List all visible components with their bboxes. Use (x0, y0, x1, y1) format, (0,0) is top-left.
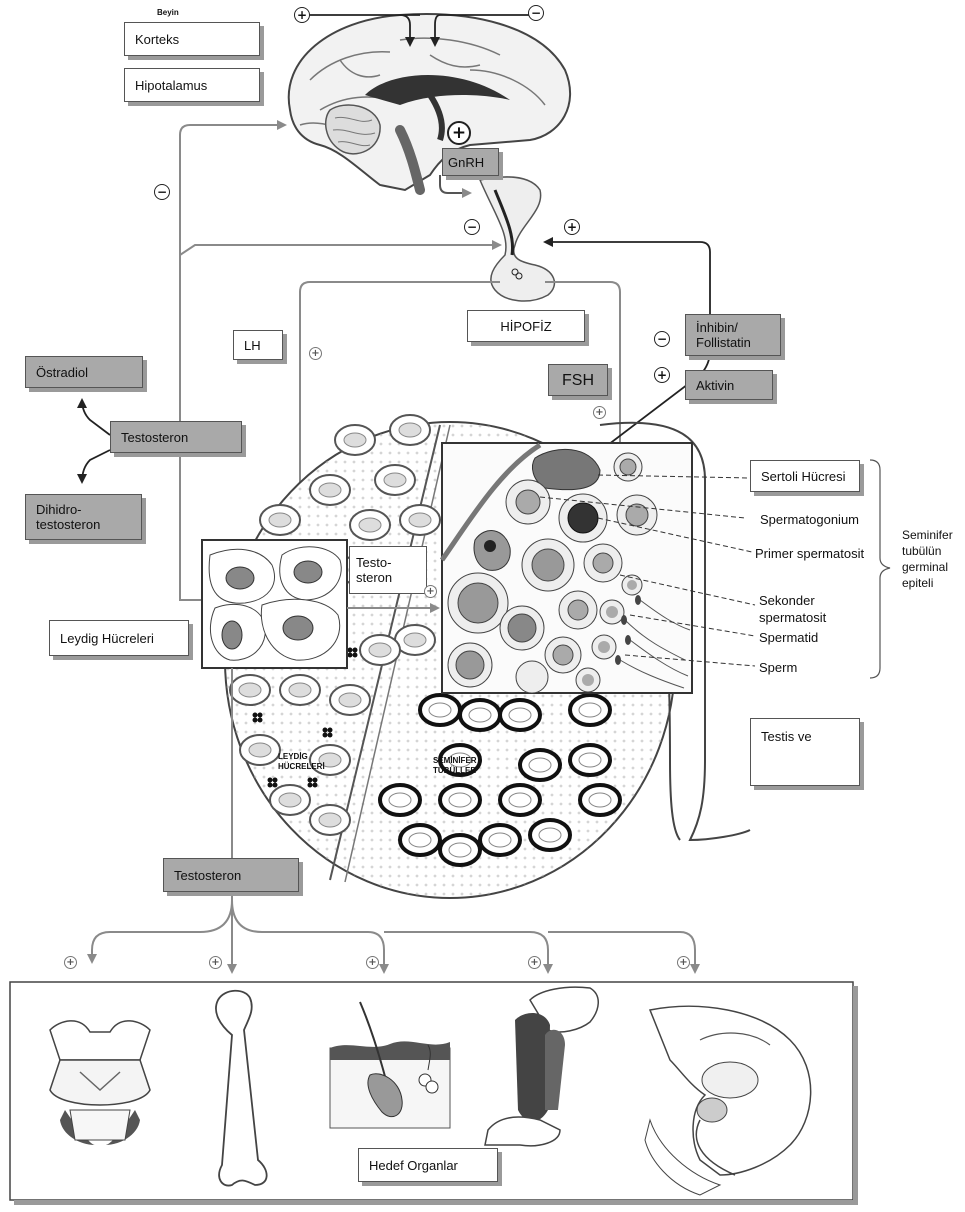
testosteron-inner-label: Testo- steron (349, 546, 427, 594)
plus-sign-muscle: + (528, 956, 541, 969)
hipotalamus-label: Hipotalamus (124, 68, 260, 102)
minus-sign-left-feedback: − (154, 184, 170, 200)
hedef-organlar-label: Hedef Organlar (358, 1148, 498, 1182)
germinal-epithelium-inset (442, 443, 692, 693)
leydig-cluster-dot (273, 783, 278, 788)
seminifer-epiteli-label: Seminifer tubülün germinal epiteli (902, 527, 964, 591)
tubule-lumen (399, 423, 421, 437)
leydig-cluster-dot (273, 778, 278, 783)
leydig-cluster-dot (258, 713, 263, 718)
seminifer-caption: SEMİNİFER TUBÜLLER (433, 756, 493, 776)
tubule-lumen (529, 758, 551, 772)
leydig-cluster-dot (313, 778, 318, 783)
lh-label: LH (233, 330, 283, 360)
leydig-cluster-dot (328, 728, 333, 733)
dihidrotestosteron-label: Dihidro- testosteron (25, 494, 142, 540)
tubule-lumen (509, 793, 531, 807)
leydig-cluster-dot (353, 648, 358, 653)
plus-sign-fsh: + (593, 406, 606, 419)
plus-sign-top-left: + (294, 7, 310, 23)
tubule-lumen (289, 683, 311, 697)
leydig-cluster-dot (353, 653, 358, 658)
tubule-lumen (409, 513, 431, 527)
tubule-lumen (339, 693, 361, 707)
tubule-lumen (239, 683, 261, 697)
tubule-lumen (319, 813, 341, 827)
tubule-lumen (389, 793, 411, 807)
tubule-lumen (429, 703, 451, 717)
sertoli-label: Sertoli Hücresi (750, 460, 860, 492)
tubule-lumen (384, 473, 406, 487)
gnrh-label: GnRH (442, 148, 499, 176)
plus-sign-bone: + (209, 956, 222, 969)
testosteron-top-label: Testosteron (110, 421, 242, 453)
testis-ve-label: Testis ve (750, 718, 860, 786)
leydig-cluster-dot (328, 733, 333, 738)
leydig-cluster-dot (323, 733, 328, 738)
minus-sign-inhibin: − (654, 331, 670, 347)
tubule-lumen (344, 433, 366, 447)
leydig-cluster-dot (348, 648, 353, 653)
sperm-label: Sperm (759, 659, 797, 676)
plus-sign-pituitary: + (564, 219, 580, 235)
leydig-cluster-dot (268, 778, 273, 783)
leydig-hucreleri-label: Leydig Hücreleri (49, 620, 189, 656)
tubule-lumen (279, 793, 301, 807)
spermatogonium-label: Spermatogonium (760, 511, 859, 528)
minus-sign-pituitary: − (464, 219, 480, 235)
tubule-lumen (589, 793, 611, 807)
tubule-lumen (509, 708, 531, 722)
tubule-lumen (579, 753, 601, 767)
tubule-lumen (359, 518, 381, 532)
leydig-cluster-dot (348, 653, 353, 658)
tubule-lumen (489, 833, 511, 847)
tubule-lumen (249, 743, 271, 757)
leydig-cluster-dot (268, 783, 273, 788)
leydig-cluster-dot (258, 718, 263, 723)
tubule-lumen (269, 513, 291, 527)
plus-sign-gnrh: + (447, 121, 471, 145)
plus-sign-skin: + (366, 956, 379, 969)
leydig-cells-inset (202, 540, 347, 668)
leydig-cluster-dot (313, 783, 318, 788)
primer-spermatosit-label: Primer spermatosit (755, 545, 864, 562)
tubule-lumen (579, 703, 601, 717)
fsh-label: FSH (548, 364, 608, 396)
tubule-lumen (539, 828, 561, 842)
larynx-icon (50, 1021, 150, 1145)
tubule-lumen (404, 633, 426, 647)
plus-sign-larynx: + (64, 956, 77, 969)
plus-sign-lh: + (309, 347, 322, 360)
tubule-lumen (409, 833, 431, 847)
tubule-lumen (449, 793, 471, 807)
plus-sign-testosteron: + (424, 585, 437, 598)
hipofiz-label: HİPOFİZ (467, 310, 585, 342)
leydig-cluster-dot (253, 713, 258, 718)
leydig-caption: LEYDİG HÜCRELERİ (278, 752, 333, 772)
korteks-label: Korteks (124, 22, 260, 56)
tubule-lumen (469, 708, 491, 722)
leydig-cluster-dot (308, 783, 313, 788)
leydig-cluster-dot (308, 778, 313, 783)
testosteron-bottom-label: Testosteron (163, 858, 299, 892)
sekonder-spermatosit-label: Sekonder spermatosit (759, 592, 839, 626)
plus-sign-aktivin: + (654, 367, 670, 383)
spermatid-label: Spermatid (759, 629, 818, 646)
brain-illustration (289, 14, 570, 190)
tubule-lumen (319, 483, 341, 497)
brain-label: Beyin (157, 8, 179, 18)
tubule-lumen (369, 643, 391, 657)
ostradiol-label: Östradiol (25, 356, 143, 388)
leydig-cluster-dot (323, 728, 328, 733)
minus-sign-top-right: − (528, 5, 544, 21)
leydig-cluster-dot (253, 718, 258, 723)
aktivin-label: Aktivin (685, 370, 773, 400)
plus-sign-pelvis: + (677, 956, 690, 969)
inhibin-follistatin-label: İnhibin/ Follistatin (685, 314, 781, 356)
tubule-lumen (449, 843, 471, 857)
